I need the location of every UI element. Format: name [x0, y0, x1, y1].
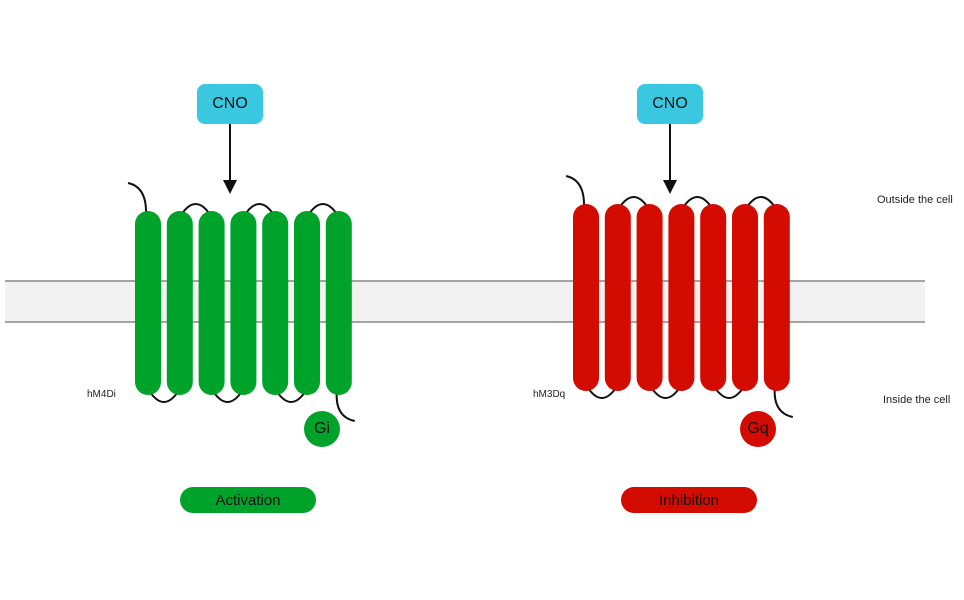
transmembrane-helix-3 — [198, 211, 225, 395]
transmembrane-helix-7 — [325, 211, 352, 395]
outside-cell-label: Outside the cell — [877, 194, 953, 206]
transmembrane-helix-3 — [636, 204, 663, 391]
receptor-hm3dq — [565, 175, 794, 418]
transmembrane-helix-6 — [732, 204, 758, 391]
g-protein-gi: Gi — [304, 411, 340, 447]
transmembrane-helix-6 — [294, 211, 320, 395]
transmembrane-helix-4 — [230, 211, 257, 395]
transmembrane-helix-1 — [135, 211, 161, 395]
c-terminus — [773, 386, 794, 418]
transmembrane-helix-4 — [668, 204, 695, 391]
inhibition-label: Inhibition — [621, 487, 757, 513]
transmembrane-helix-2 — [604, 204, 631, 391]
cno-ligand-1: CNO — [197, 84, 263, 124]
c-terminus — [335, 390, 356, 422]
transmembrane-helix-5 — [262, 211, 289, 395]
cno-arrow-1 — [223, 124, 237, 194]
cno-ligand-2: CNO — [637, 84, 703, 124]
n-terminus — [565, 175, 586, 209]
receptor-label-hm3dq: hM3Dq — [533, 389, 566, 400]
g-protein-gq: Gq — [740, 411, 776, 447]
transmembrane-helix-5 — [700, 204, 727, 391]
activation-label: Activation — [180, 487, 316, 513]
receptor-label-hm4di: hM4Di — [87, 389, 116, 400]
n-terminus — [127, 182, 148, 216]
cno-arrow-2 — [663, 124, 677, 194]
transmembrane-helix-7 — [763, 204, 790, 391]
transmembrane-helix-2 — [166, 211, 193, 395]
transmembrane-helix-1 — [573, 204, 599, 391]
receptor-hm4di — [127, 182, 356, 422]
inside-cell-label: Inside the cell — [883, 394, 951, 406]
